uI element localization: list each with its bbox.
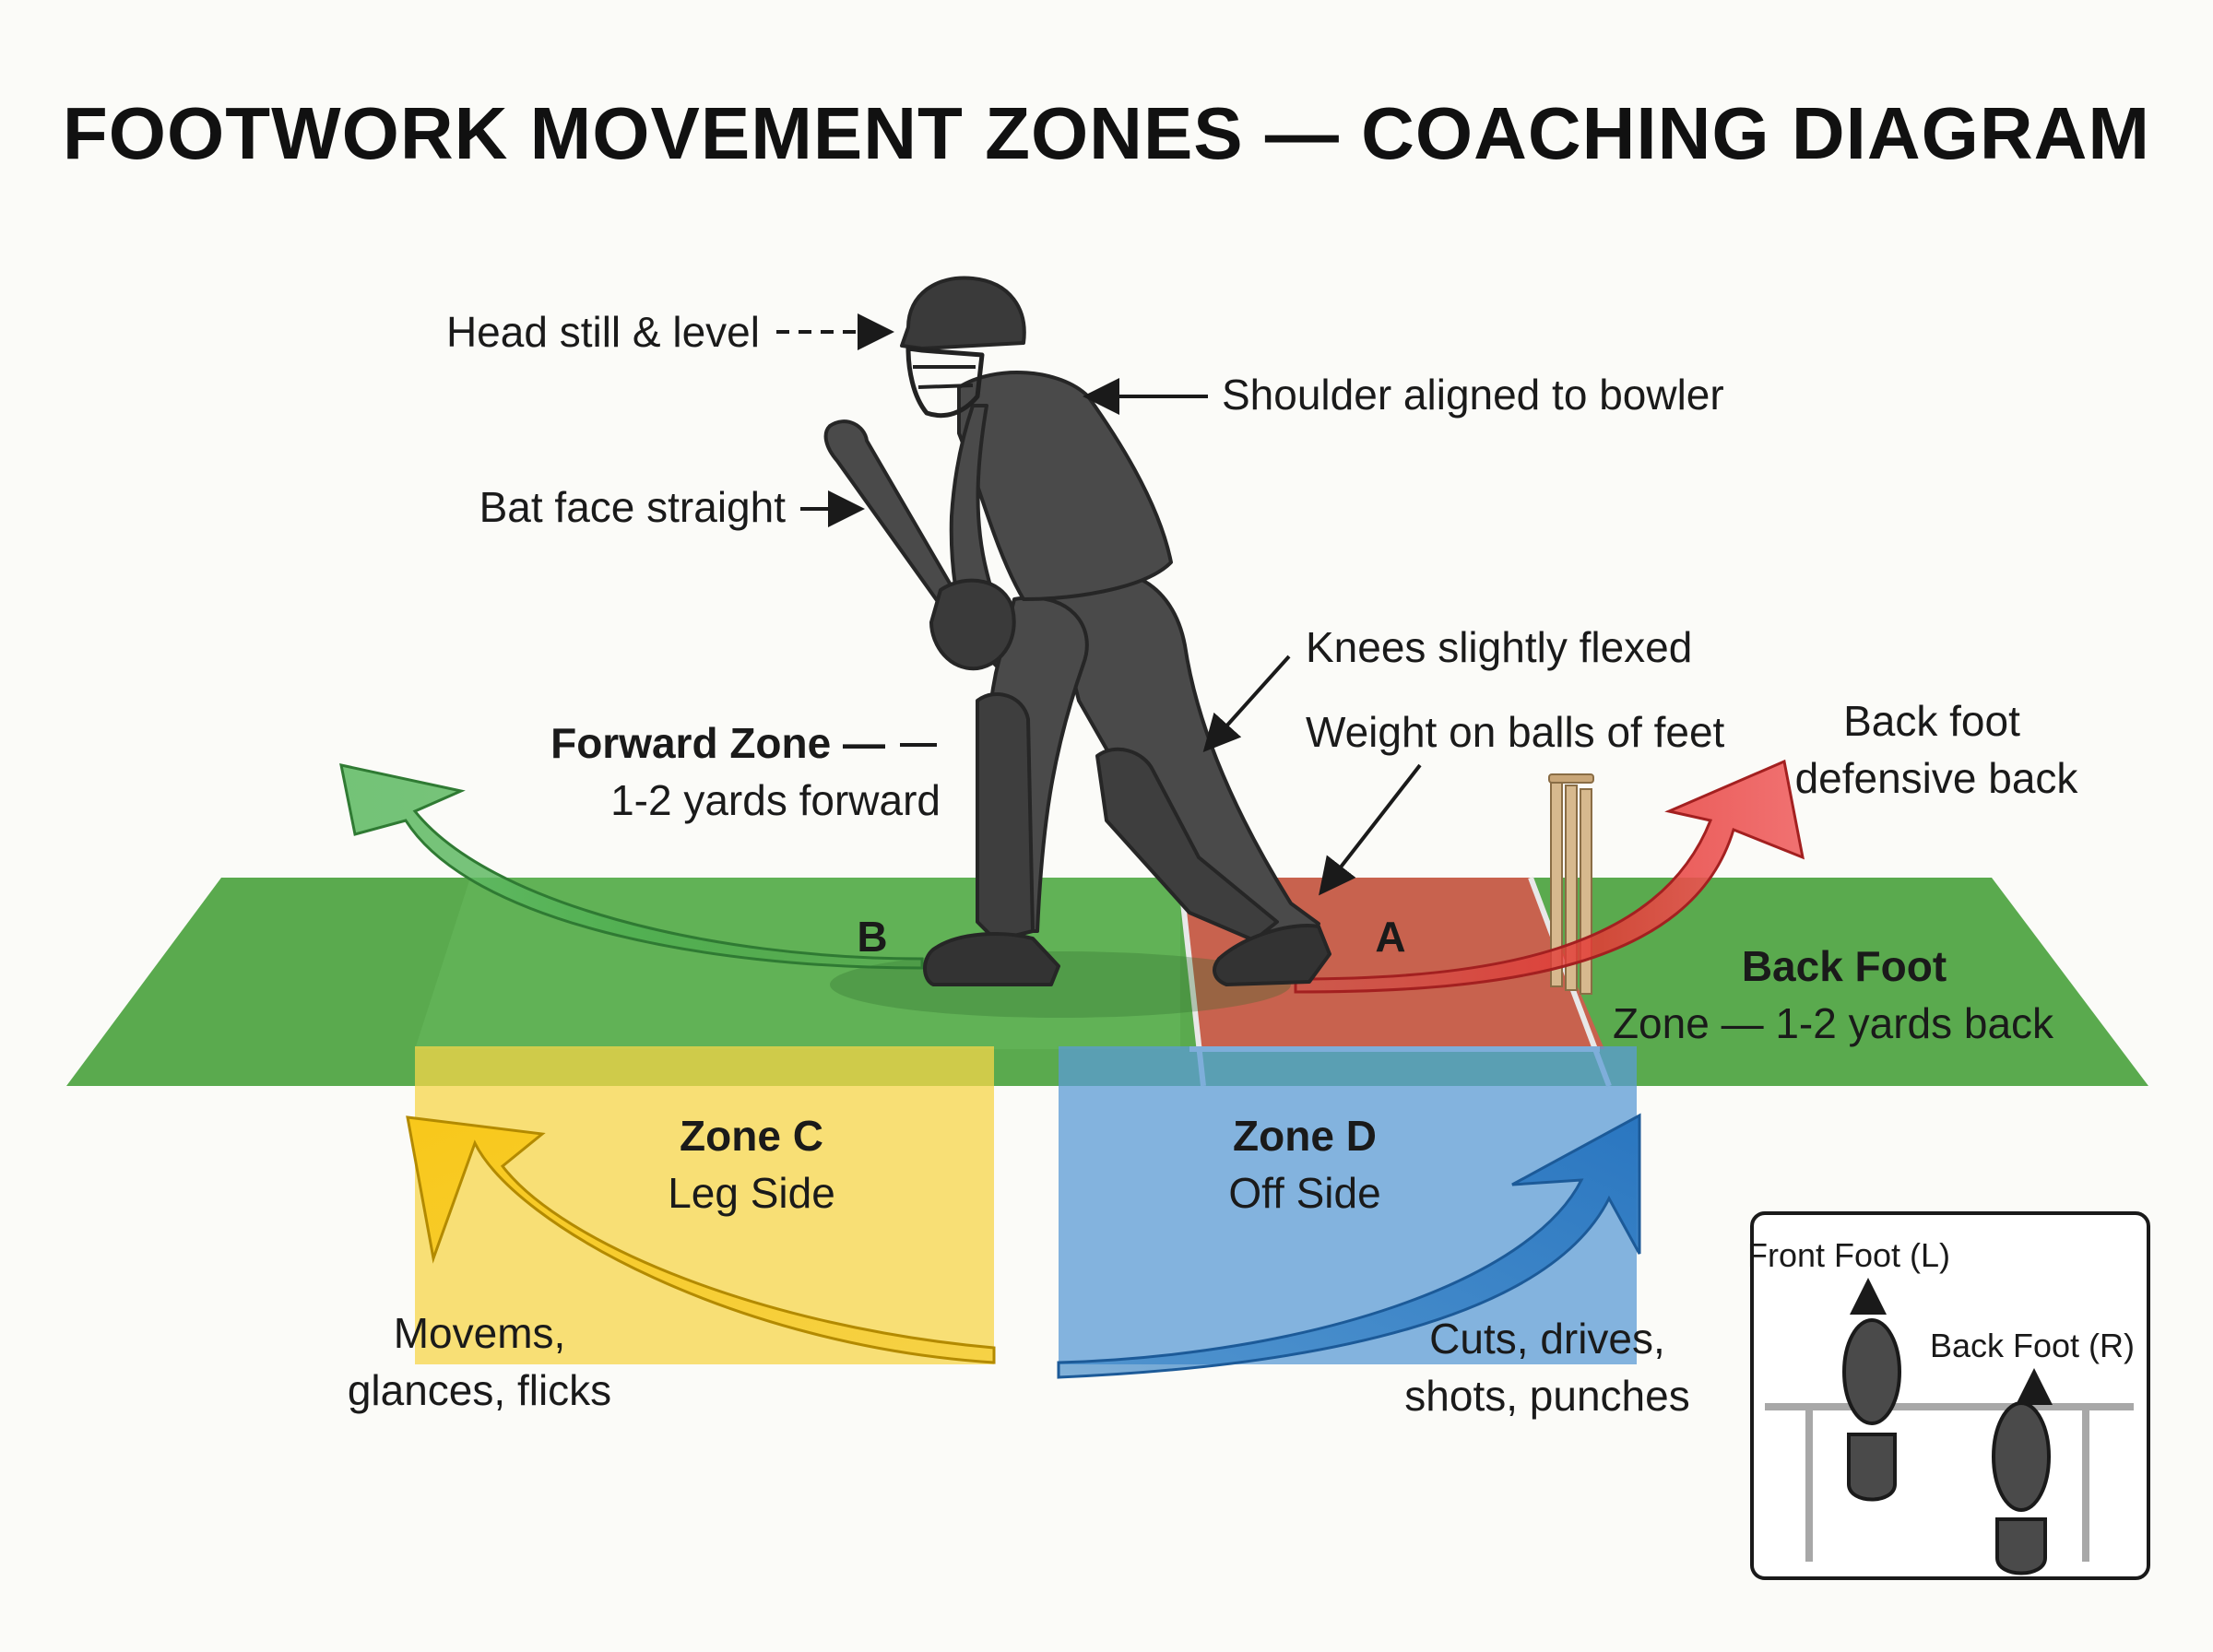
back-arrow-line1: Back foot xyxy=(1843,697,2020,745)
back-shoe xyxy=(1213,924,1331,986)
back-zone-detail: Zone — 1-2 yards back xyxy=(1613,999,2054,1047)
zone-d-subtitle: Off Side xyxy=(1228,1169,1380,1217)
torso xyxy=(957,371,1173,601)
front-shoe xyxy=(923,932,1060,986)
zone-b-letter: B xyxy=(857,913,887,961)
back-foot-arrow xyxy=(1294,759,1805,994)
forward-zone-detail: 1-2 yards forward xyxy=(610,776,941,824)
front-pad xyxy=(976,691,1035,942)
zone-d-title: Zone D xyxy=(1233,1112,1377,1160)
bat-label: Bat face straight xyxy=(479,483,787,531)
back-footprint-icon xyxy=(1992,1401,2051,1575)
back-foot-label: Back Foot (R) xyxy=(1930,1327,2135,1364)
zone-c-shots-line2: glances, flicks xyxy=(348,1366,611,1414)
zone-d-shots-line2: shots, punches xyxy=(1404,1372,1689,1420)
knees-label: Knees slightly flexed xyxy=(1306,623,1692,671)
zone-c-area xyxy=(415,1046,994,1364)
gloves xyxy=(929,578,1016,671)
back-zone-title: Back Foot xyxy=(1742,942,1947,990)
front-foot-label: Front Foot (L) xyxy=(1747,1236,1950,1274)
forward-zone-arrow xyxy=(339,763,924,970)
stumps xyxy=(1548,773,1594,995)
zone-c-arrow xyxy=(406,1115,996,1364)
zone-d-arrow xyxy=(1057,1113,1641,1379)
shoulder-label: Shoulder aligned to bowler xyxy=(1222,371,1724,419)
knees-pointer xyxy=(1202,655,1291,752)
helmet xyxy=(900,276,1026,350)
weight-label: Weight on balls of feet xyxy=(1306,708,1725,756)
zone-a-letter: A xyxy=(1375,913,1405,961)
back-arrow-line2: defensive back xyxy=(1795,754,2079,802)
batter-figure xyxy=(823,276,1331,986)
footprint-inset: Front Foot (L) Back Foot (R) xyxy=(1747,1211,2150,1580)
head-label: Head still & level xyxy=(446,308,760,356)
back-pad xyxy=(1095,747,1279,942)
page-title: FOOTWORK MOVEMENT ZONES — COACHING DIAGR… xyxy=(63,92,2150,174)
zone-c-title: Zone C xyxy=(680,1112,823,1160)
zone-d-shots-line1: Cuts, drives, xyxy=(1429,1315,1665,1363)
forward-zone-title: Forward Zone — xyxy=(550,719,885,767)
weight-pointer xyxy=(1319,763,1422,896)
zone-c-shots-line1: Movems, xyxy=(394,1309,566,1357)
zone-c-subtitle: Leg Side xyxy=(668,1169,835,1217)
face-guard xyxy=(905,346,985,419)
front-footprint-icon xyxy=(1842,1318,1901,1502)
